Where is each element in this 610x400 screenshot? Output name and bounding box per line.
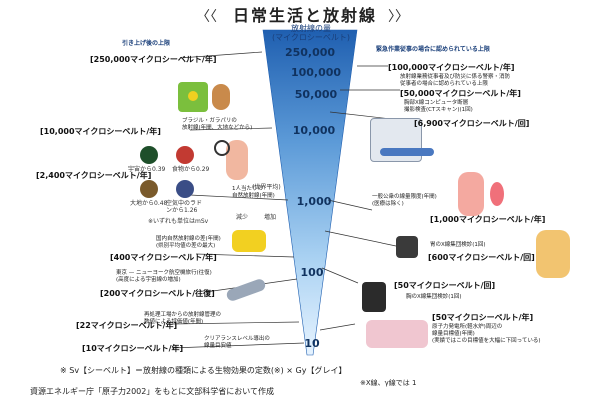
label-2400-note-1: 1人当たりの	[232, 186, 263, 192]
label-50-per-year-note: 原子力発電所(軽水炉)周辺の 線量目標値(年間) (実績ではこの目標値を大幅に下…	[432, 324, 541, 345]
arrow-increase-label: 増加	[264, 214, 277, 221]
scale-10000: 10,000	[292, 124, 336, 137]
cone-header-line1: 放射線の量	[291, 24, 331, 33]
label-2400: [2,400マイクロシーベルト/年]	[36, 171, 152, 180]
pie-note: ※いずれも単位はmSv	[148, 218, 209, 225]
balloon-icon	[490, 182, 504, 206]
label-200-note: 東京 — ニューヨーク航空機旅行(往復) (高度による宇宙線の増加)	[116, 270, 212, 284]
page-title: 日常生活と放射線	[0, 2, 610, 26]
label-2400-note-2: 自然放射線(年間)	[232, 193, 275, 199]
bracket-left: 〈〈	[196, 9, 217, 25]
label-600-note: 胃のX線集団検診(1回)	[430, 242, 486, 248]
label-10: [10マイクロシーベルト/年]	[82, 344, 184, 353]
truck-icon	[232, 230, 266, 252]
title-text: 日常生活と放射線	[232, 6, 377, 25]
label-ct-note: 胸部X線コンピュータ断層 撮影検査(CTスキャン)(1回)	[404, 100, 473, 114]
label-50-per-time: [50マイクロシーベルト/回]	[394, 281, 496, 290]
label-400-note: 国内自然放射線の差(年間) (県別平均値の差の最大)	[156, 236, 221, 250]
ground-icon	[140, 180, 158, 198]
label-100000: [100,000マイクロシーベルト/年]	[388, 63, 515, 72]
label-2400-note: 1人当たりの 自然放射線(年間)	[232, 186, 275, 200]
label-ct-note-2: 撮影検査(CTスキャン)(1回)	[404, 107, 473, 113]
label-400-note-1: 国内自然放射線の差(年間)	[156, 236, 221, 242]
cone-header: 放射線の量 (マイクロシーベルト)	[266, 24, 356, 42]
label-22-note-1: 再処理工場からの放射線管理の	[144, 312, 222, 318]
left-leaders	[171, 51, 305, 349]
cone-header-line2: (マイクロシーベルト)	[271, 33, 351, 42]
formula-note: ※ Sv【シーベルト】＝放射線の種類による生物効果の定数(※) × Gy【グレイ…	[60, 366, 347, 375]
beach-person-icon	[212, 84, 230, 110]
label-50000: [50,000マイクロシーベルト/年]	[400, 89, 521, 98]
label-50-per-year-note-3: (実績ではこの目標値を大幅に下回っている)	[432, 338, 541, 344]
label-6900: [6,900マイクロシーベルト/回]	[414, 119, 530, 128]
label-50-per-year-note-1: 原子力発電所(軽水炉)周辺の	[432, 324, 503, 330]
label-10-note: クリアランスレベル導出の 線量目安値	[204, 336, 270, 350]
label-200: [200マイクロシーベルト/往復]	[100, 289, 215, 298]
pie-label-ground: 大地から0.48	[130, 200, 168, 207]
child-icon	[458, 172, 484, 216]
label-10000-note-2: 放射線(年間、大地などから)	[182, 125, 253, 131]
label-250000: [250,000マイクロシーベルト/年]	[90, 55, 217, 64]
label-ct-note-1: 胸部X線コンピュータ断層	[404, 100, 469, 106]
label-400: [400マイクロシーベルト/年]	[110, 253, 217, 262]
radon-icon	[176, 180, 194, 198]
chest-xray-icon	[362, 282, 386, 312]
adult-person-icon	[536, 230, 570, 278]
scale-250000: 250,000	[284, 46, 336, 59]
right-head-note: 緊急作業従事の場合に認められている上限	[376, 46, 490, 53]
label-200-note-2: (高度による宇宙線の増加)	[116, 277, 181, 283]
tennis-player-icon	[226, 140, 248, 180]
label-1000-note-1: 一般公衆の線量限度(年間)	[372, 194, 437, 200]
label-1000-note: 一般公衆の線量限度(年間) (医療は除く)	[372, 194, 437, 208]
left-head-note: 引き上げ後の上限	[122, 40, 171, 47]
cosmic-ray-icon	[140, 146, 158, 164]
label-200-note-1: 東京 — ニューヨーク航空機旅行(往復)	[116, 270, 212, 276]
ct-patient-icon	[380, 148, 434, 156]
label-50-per-year: [50マイクロシーベルト/年]	[432, 313, 534, 322]
source-note: 資源エネルギー庁「原子力2002」をもとに文部科学省において作成	[30, 387, 274, 396]
label-400-note-2: (県別平均値の差の最大)	[156, 243, 216, 249]
label-22-note-2: 数値による評価値(年間)	[144, 319, 204, 325]
label-10-note-2: 線量目安値	[204, 343, 232, 349]
cone-shape	[262, 29, 358, 356]
label-100000-note-1: 放射線業務従事者及び防災に係る警察・消防	[400, 74, 511, 80]
tennis-racket-icon	[214, 140, 230, 156]
formula-subnote: ※X線、γ線では 1	[360, 379, 417, 387]
label-100000-note-2: 従事者の場合に認められている上限	[400, 81, 488, 87]
pie-label-cosmic: 宇宙から0.39	[128, 166, 166, 173]
stomach-xray-icon	[396, 236, 418, 258]
world-average-note: (世界平均)	[252, 184, 281, 191]
label-22: [22マイクロシーベルト/年]	[76, 321, 178, 330]
label-10000-note: ブラジル・ガラパリの 放射線(年間、大地などから)	[182, 118, 252, 132]
brazil-flag-sun-icon	[188, 91, 198, 101]
pie-label-food: 食物から0.29	[172, 166, 210, 173]
label-50-per-time-note: 胸のX線集団検診(1回)	[406, 294, 462, 300]
scale-100: 100	[300, 266, 324, 279]
scale-1000: 1,000	[296, 195, 332, 208]
arrow-decrease-label: 減少	[236, 214, 249, 221]
label-1000-note-2: (医療は除く)	[372, 201, 404, 207]
scale-10: 10	[304, 337, 320, 350]
label-50-per-year-note-2: 線量目標値(年間)	[432, 331, 475, 337]
label-10-note-1: クリアランスレベル導出の	[204, 336, 270, 342]
pie-label-radon: 空気中のラドンから1.26	[166, 200, 203, 214]
scale-50000: 50,000	[294, 88, 338, 101]
food-icon	[176, 146, 194, 164]
bracket-right: 〉〉	[388, 9, 409, 25]
power-plant-icon	[366, 320, 428, 348]
label-100000-note: 放射線業務従事者及び防災に係る警察・消防 従事者の場合に認められている上限	[400, 74, 510, 88]
label-10000: [10,000マイクロシーベルト/年]	[40, 127, 161, 136]
label-22-note: 再処理工場からの放射線管理の 数値による評価値(年間)	[144, 312, 221, 326]
scale-100000: 100,000	[290, 66, 342, 79]
label-1000: [1,000マイクロシーベルト/年]	[430, 215, 546, 224]
label-10000-note-1: ブラジル・ガラパリの	[182, 118, 237, 124]
label-600: [600マイクロシーベルト/回]	[428, 253, 535, 262]
